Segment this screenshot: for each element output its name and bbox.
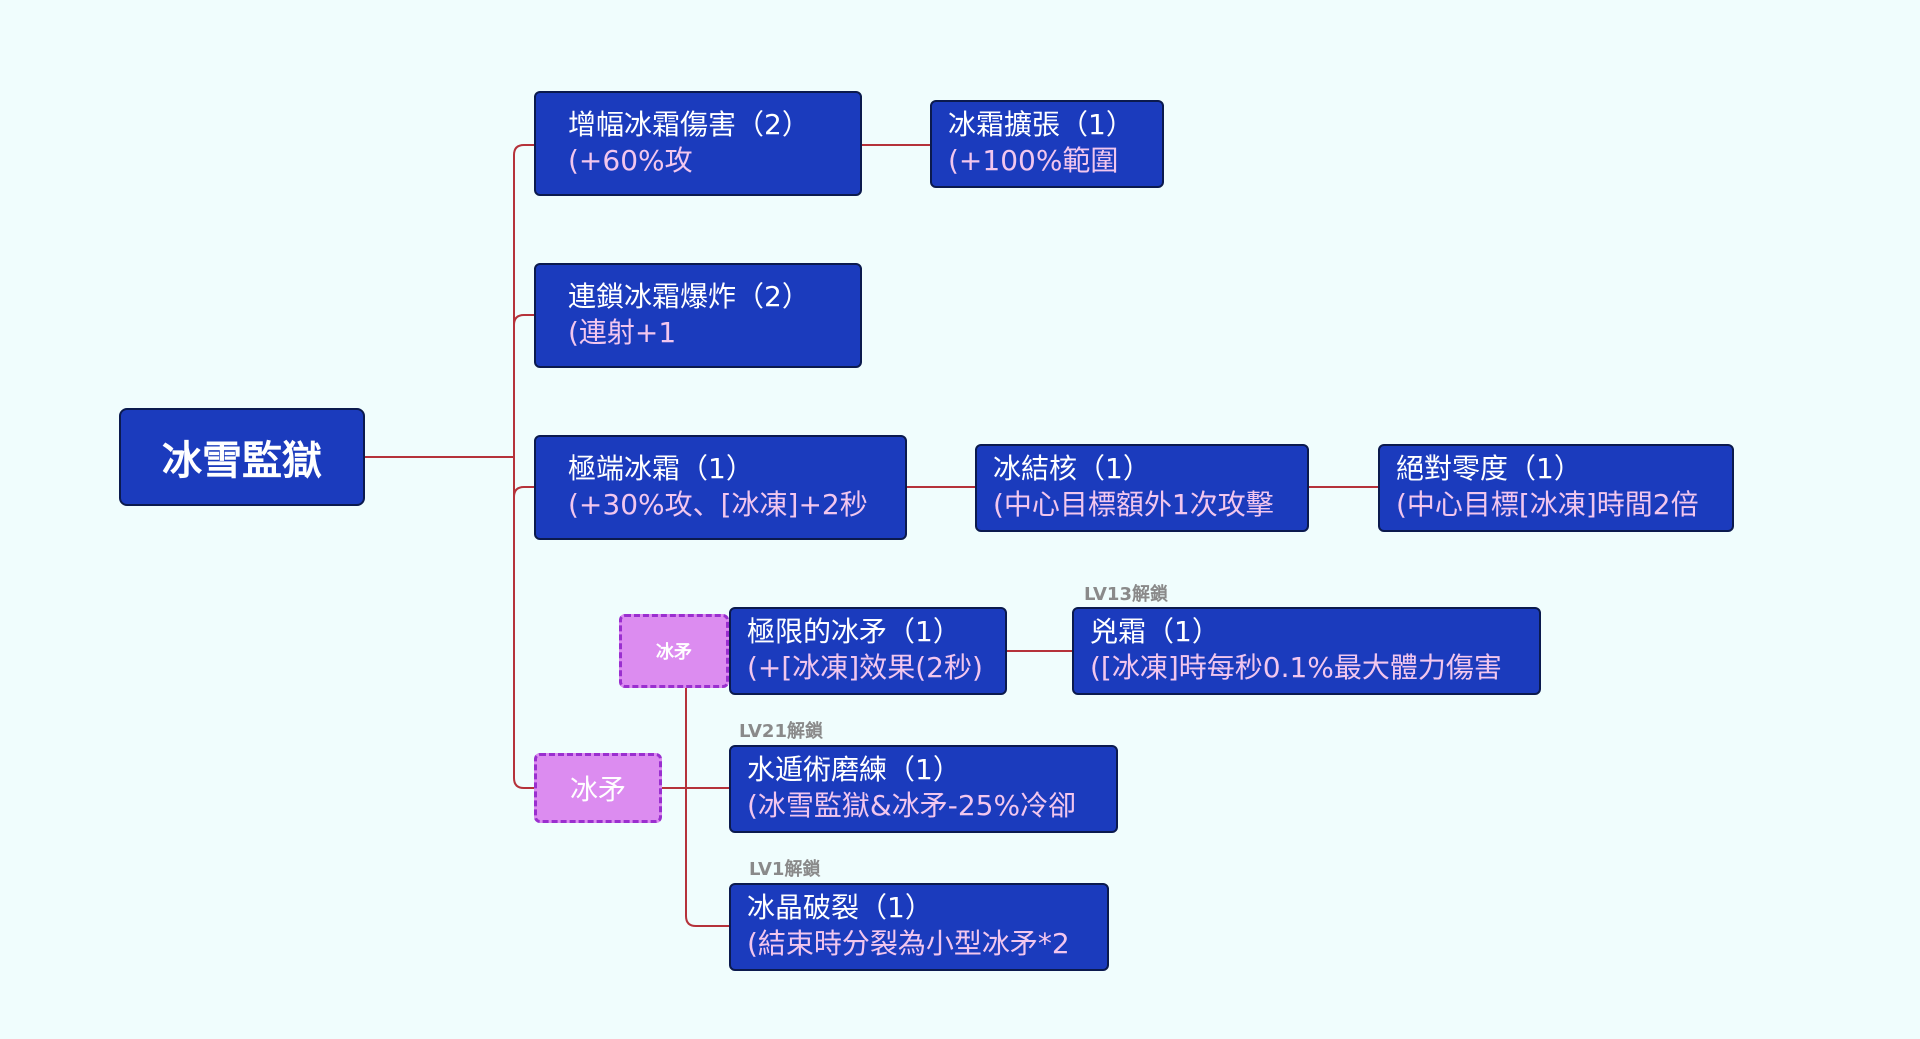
node-fierce-frost[interactable]: 兇霜（1） ([冰凍]時每秒0.1%最大體力傷害 (1072, 607, 1541, 695)
node-extreme-frost[interactable]: 極端冰霜（1） (+30%攻、[冰凍]+2秒 (534, 435, 907, 540)
node-description: (連射+1 (568, 316, 677, 349)
tag-ice-spear[interactable]: 冰矛 (534, 753, 662, 823)
node-chain-frost-explosion[interactable]: 連鎖冰霜爆炸（2） (連射+1 (534, 263, 862, 368)
node-title: 冰霜擴張（1） (948, 108, 1134, 141)
node-frost-expansion[interactable]: 冰霜擴張（1） (+100%範圍 (930, 100, 1164, 188)
node-title: 水遁術磨練（1） (747, 753, 961, 786)
node-description: (中心目標額外1次攻擊 (993, 488, 1274, 521)
node-title: 冰晶破裂（1） (747, 891, 933, 924)
root-node[interactable]: 冰雪監獄 (119, 408, 365, 506)
unlock-label-lv13: LV13解鎖 (1084, 584, 1168, 605)
node-ultimate-ice-spear[interactable]: 極限的冰矛（1） (+[冰凍]效果(2秒) (729, 607, 1007, 695)
node-title: 極端冰霜（1） (568, 452, 754, 485)
tag-label: 冰矛 (569, 773, 626, 806)
unlock-label-lv1: LV1解鎖 (749, 859, 821, 880)
node-description: (中心目標[冰凍]時間2倍 (1396, 488, 1699, 521)
tag-ice-spear-small[interactable]: 冰矛 (619, 614, 729, 688)
node-title: 絕對零度（1） (1396, 452, 1582, 485)
node-description: (+60%攻 (568, 144, 693, 177)
node-description: ([冰凍]時每秒0.1%最大體力傷害 (1090, 651, 1502, 684)
node-description: (結束時分裂為小型冰矛*2 (747, 927, 1070, 960)
node-ice-core[interactable]: 冰結核（1） (中心目標額外1次攻擊 (975, 444, 1309, 532)
node-ice-crystal-shatter[interactable]: 冰晶破裂（1） (結束時分裂為小型冰矛*2 (729, 883, 1109, 971)
node-description: (+30%攻、[冰凍]+2秒 (568, 488, 868, 521)
unlock-label-lv21: LV21解鎖 (739, 721, 823, 742)
node-title: 連鎖冰霜爆炸（2） (568, 280, 810, 313)
node-title: 極限的冰矛（1） (747, 615, 961, 648)
node-description: (+[冰凍]效果(2秒) (747, 651, 983, 684)
node-title: 增幅冰霜傷害（2） (568, 108, 810, 141)
root-label: 冰雪監獄 (162, 438, 322, 484)
tag-label: 冰矛 (656, 642, 692, 663)
node-water-escape-training[interactable]: 水遁術磨練（1） (冰雪監獄&冰矛-25%冷卻 (729, 745, 1118, 833)
node-title: 冰結核（1） (993, 452, 1151, 485)
node-absolute-zero[interactable]: 絕對零度（1） (中心目標[冰凍]時間2倍 (1378, 444, 1734, 532)
node-amplify-frost-damage[interactable]: 增幅冰霜傷害（2） (+60%攻 (534, 91, 862, 196)
node-description: (冰雪監獄&冰矛-25%冷卻 (747, 789, 1077, 822)
node-description: (+100%範圍 (948, 144, 1119, 177)
node-title: 兇霜（1） (1090, 615, 1220, 648)
